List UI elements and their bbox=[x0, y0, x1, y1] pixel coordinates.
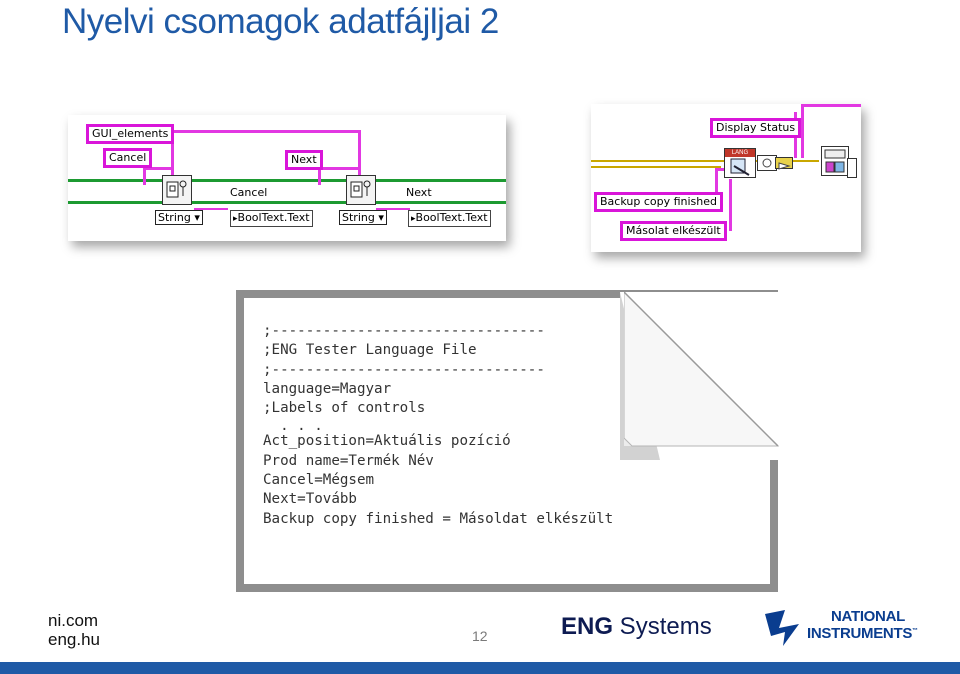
string-type-dropdown-2[interactable]: String ▾ bbox=[339, 210, 387, 225]
string-wire-f bbox=[718, 168, 728, 171]
ni-com-link[interactable]: ni.com bbox=[48, 611, 99, 630]
file-line: language=Magyar bbox=[263, 380, 392, 397]
lang-icon-text: LANG bbox=[725, 149, 755, 157]
property-name: BoolText.Text bbox=[237, 211, 310, 224]
string-wire-5 bbox=[143, 167, 173, 170]
page-number: 12 bbox=[472, 628, 488, 644]
string-type-label: String bbox=[158, 211, 191, 224]
booltext-property-node-2[interactable]: ▸BoolText.Text bbox=[408, 210, 491, 227]
cluster-arrow-icon bbox=[778, 162, 791, 170]
file-line: Prod name=Termék Név bbox=[263, 452, 434, 469]
file-line: ;Labels of controls bbox=[263, 400, 426, 417]
language-file-content: ;-------------------------------- ;ENG Te… bbox=[263, 322, 613, 529]
string-type-dropdown-1[interactable]: String ▾ bbox=[155, 210, 203, 225]
subvi-doc-key-icon bbox=[350, 180, 371, 198]
file-line: Next=Tovább bbox=[263, 491, 357, 508]
case-selector-node[interactable] bbox=[847, 158, 857, 178]
chevron-down-icon: ▾ bbox=[194, 211, 200, 224]
string-wire-d bbox=[715, 166, 718, 200]
gui-elements-label: GUI_elements bbox=[86, 124, 175, 144]
right-block-diagram: Display Status Backup copy finished Máso… bbox=[591, 104, 861, 252]
eng-logo-rest: Systems bbox=[613, 613, 712, 640]
eng-systems-logo: ENG Systems bbox=[561, 613, 712, 641]
chevron-down-icon: ▾ bbox=[378, 211, 384, 224]
ni-logo-line2-text: INSTRUMENTS bbox=[807, 625, 913, 642]
file-line: ;ENG Tester Language File bbox=[263, 342, 477, 359]
status-bundle-node[interactable] bbox=[821, 146, 849, 176]
string-wire-6 bbox=[318, 159, 321, 185]
bool-wire-top bbox=[68, 179, 506, 182]
cancel-control-label: Cancel bbox=[103, 148, 153, 168]
masolat-elkeszult-label: Másolat elkészült bbox=[620, 221, 727, 241]
property-arrow-icon: ▸ bbox=[411, 214, 416, 224]
ni-tm: ™ bbox=[912, 628, 918, 634]
cluster-wire-2 bbox=[591, 166, 721, 168]
file-line: Backup copy finished = Másoldat elkészül… bbox=[263, 510, 614, 527]
display-status-label: Display Status bbox=[710, 118, 802, 138]
bool-wire-bottom bbox=[68, 201, 506, 204]
string-wire-3 bbox=[358, 130, 361, 188]
document-page-curl bbox=[624, 292, 780, 447]
unbundle-icon bbox=[762, 158, 772, 168]
string-wire-4 bbox=[143, 157, 146, 185]
slide-title: Nyelvi csomagok adatfájljai 2 bbox=[62, 2, 499, 41]
file-line: ;-------------------------------- bbox=[263, 323, 545, 339]
left-block-diagram: GUI_elements Cancel Next String ▾ String… bbox=[68, 115, 506, 241]
backup-copy-finished-label: Backup copy finished bbox=[594, 192, 723, 212]
status-display-icon bbox=[824, 149, 846, 173]
bundle-node[interactable] bbox=[775, 157, 793, 170]
file-line: . . . bbox=[263, 418, 323, 435]
translate-subvi-2[interactable] bbox=[346, 175, 376, 205]
eng-hu-link[interactable]: eng.hu bbox=[48, 630, 100, 649]
string-wire-1 bbox=[171, 130, 174, 188]
string-wire-8 bbox=[194, 208, 228, 210]
booltext-property-node-1[interactable]: ▸BoolText.Text bbox=[230, 210, 313, 227]
file-line: Cancel=Mégsem bbox=[263, 472, 375, 489]
eng-logo-bold: ENG bbox=[561, 613, 614, 640]
next-control-label: Next bbox=[285, 150, 323, 170]
national-instruments-logo: NATIONAL INSTRUMENTS™ bbox=[765, 608, 925, 648]
ni-logo-line2: INSTRUMENTS™ bbox=[807, 624, 918, 641]
file-line: ;-------------------------------- bbox=[263, 361, 545, 378]
property-arrow-icon: ▸ bbox=[233, 214, 238, 224]
ni-logo-line1: NATIONAL bbox=[831, 608, 905, 625]
lang-book-icon bbox=[730, 158, 750, 176]
next-constant: Next bbox=[406, 186, 432, 199]
string-wire-7 bbox=[318, 167, 360, 170]
unbundle-node[interactable] bbox=[757, 155, 777, 171]
cancel-constant: Cancel bbox=[230, 186, 268, 199]
string-wire-9 bbox=[376, 208, 410, 210]
lang-subvi[interactable]: LANG bbox=[724, 148, 756, 178]
string-wire-b bbox=[801, 104, 804, 158]
string-type-label: String bbox=[342, 211, 375, 224]
subvi-doc-key-icon bbox=[166, 180, 187, 198]
translate-subvi-1[interactable] bbox=[162, 175, 192, 205]
string-wire-2 bbox=[171, 130, 361, 133]
string-wire-c bbox=[801, 104, 861, 107]
file-line: Act_position=Aktuális pozíció bbox=[263, 433, 511, 450]
string-wire-e bbox=[729, 179, 732, 231]
cluster-wire bbox=[591, 160, 819, 162]
bottom-accent-bar bbox=[0, 662, 960, 674]
ni-eagle-icon bbox=[765, 610, 799, 646]
property-name: BoolText.Text bbox=[415, 211, 488, 224]
